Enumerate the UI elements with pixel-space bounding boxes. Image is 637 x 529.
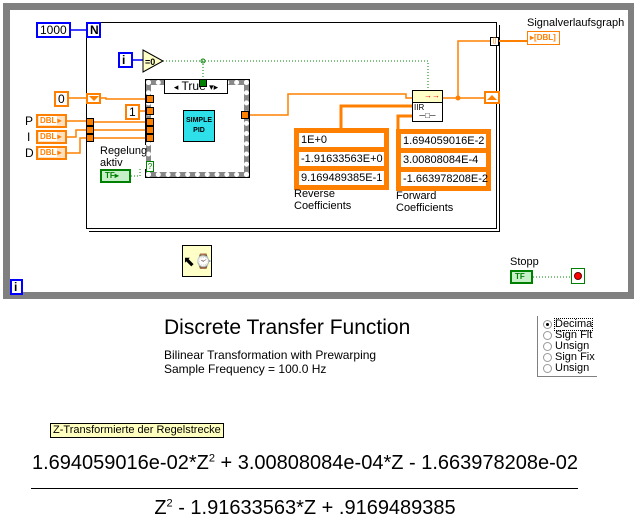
shift-init-constant[interactable]: 0 [54,91,69,107]
case-selector[interactable]: ◂ True ▾▸ [164,79,228,94]
tunnel [146,95,154,103]
stop-control[interactable]: TF [510,270,533,284]
radio-option[interactable]: Unsign [543,363,597,374]
while-loop [3,3,634,299]
stop-icon [574,272,582,280]
radio-button[interactable] [543,364,552,373]
page-title: Discrete Transfer Function [164,316,411,339]
loop-count-constant[interactable]: 1000 [36,22,71,38]
radio-option[interactable]: Decima [543,318,597,331]
outer-iteration-terminal: i [10,279,23,295]
i-control[interactable]: DBL▸ [36,130,67,144]
filter-icon: →→ [413,91,442,103]
radio-button[interactable] [543,353,552,362]
wait-ms-vi[interactable]: ⬉⌚ [182,245,212,277]
array-element[interactable]: -1.663978208E-2 [400,171,488,187]
wire [443,40,490,99]
case-condition-terminal: ? [146,161,154,172]
shift-register-left [86,93,101,104]
radio-option[interactable]: Sign Flt [543,330,597,341]
triangle-up-icon [487,95,497,100]
array-element[interactable]: 1E+0 [298,132,385,148]
reverse-coefficients-array[interactable]: 1E+0 -1.91633563E+0 9.169489385E-1 [294,128,389,190]
radio-button[interactable] [543,342,552,351]
subtitle-2: Sample Frequency = 100.0 Hz [164,362,327,376]
numerator: 1.694059016e-02*Z2 + 3.00808084e-04*Z - … [32,452,579,474]
p-control[interactable]: DBL▸ [36,114,67,128]
enable-label: Regelung aktiv [100,145,148,169]
format-radio-group[interactable]: Decima Sign Flt Unsign Sign Fix Unsign [537,316,597,377]
cursor-watch-icon: ⬉⌚ [183,253,212,269]
radio-button[interactable] [543,331,552,340]
radio-option[interactable]: Sign Fix [543,352,597,363]
graph-label: Signalverlaufsgraph [527,17,625,29]
array-element[interactable]: -1.91633563E+0 [298,151,385,167]
loop-count-terminal: N [86,22,101,38]
wire [339,104,412,128]
i-label: I [27,130,31,144]
stop-label: Stopp [510,256,539,268]
enable-control[interactable]: TF▸ [100,169,131,183]
equal-zero-text: =0 [145,57,155,67]
forward-coefficients-array[interactable]: 1.694059016E-2 3.00808084E-4 -1.66397820… [396,129,491,191]
wire-junction [455,95,461,101]
filter-symbol-icon: ─□─ [419,111,436,120]
fraction-line [31,488,578,489]
tooltip: Z-Transformierte der Regelstrecke [50,423,224,438]
indexing-tunnel: [] [490,37,499,46]
radio-button-selected[interactable] [543,320,552,329]
reverse-coefficients-label: Reverse Coefficients [294,188,352,212]
subtitle-1: Bilinear Transformation with Prewarping [164,348,377,362]
stop-condition-terminal [571,268,585,284]
tunnel [146,134,154,142]
constant-one[interactable]: 1 [125,104,140,120]
triangle-down-icon [88,96,99,101]
forward-coefficients-label: Forward Coefficients [396,190,454,214]
d-control[interactable]: DBL▸ [36,146,67,160]
tunnel [146,107,154,115]
tunnel [86,134,94,142]
shift-register-right [484,91,500,104]
tunnel [241,111,249,119]
wire [396,114,412,129]
tunnel [86,118,94,126]
iir-filter-vi[interactable]: →→ IIR ─□─ [412,90,443,122]
tunnel [86,126,94,134]
iteration-terminal: i [118,52,133,68]
radio-option[interactable]: Unsign [543,341,597,352]
tunnel [146,126,154,134]
p-label: P [25,114,34,128]
wire [100,97,148,100]
denominator: Z2 - 1.91633563*Z + .9169489385 [154,497,456,519]
bool-wire [163,60,429,90]
d-label: D [25,146,34,160]
selector-terminal [199,79,207,87]
tunnel [146,118,154,126]
graph-indicator[interactable]: ▸[DBL] [527,31,560,45]
array-element[interactable]: 1.694059016E-2 [400,133,487,149]
equal-zero-node [142,49,165,73]
array-element[interactable]: 9.169489385E-1 [298,170,385,186]
array-element[interactable]: 3.00808084E-4 [400,152,487,168]
iir-label: IIR [414,103,425,112]
